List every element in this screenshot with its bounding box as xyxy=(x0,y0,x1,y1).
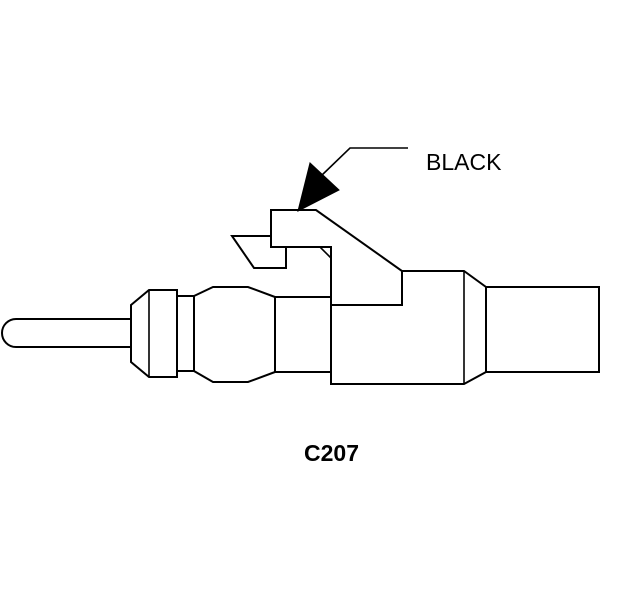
callout-leader-line xyxy=(320,147,408,177)
latch-arm-line xyxy=(271,246,332,259)
terminal-pin xyxy=(1,318,134,348)
seal-collar xyxy=(130,289,178,378)
latch-hook xyxy=(230,235,287,269)
callout-arrowhead xyxy=(297,162,340,212)
collar-neck xyxy=(176,295,195,372)
color-callout-label: BLACK xyxy=(426,149,502,175)
rear-shoulder xyxy=(274,296,333,373)
barrel-body xyxy=(193,286,276,383)
front-nose xyxy=(485,286,600,373)
connector-id-label: C207 xyxy=(304,440,359,466)
locking-latch xyxy=(270,209,403,306)
